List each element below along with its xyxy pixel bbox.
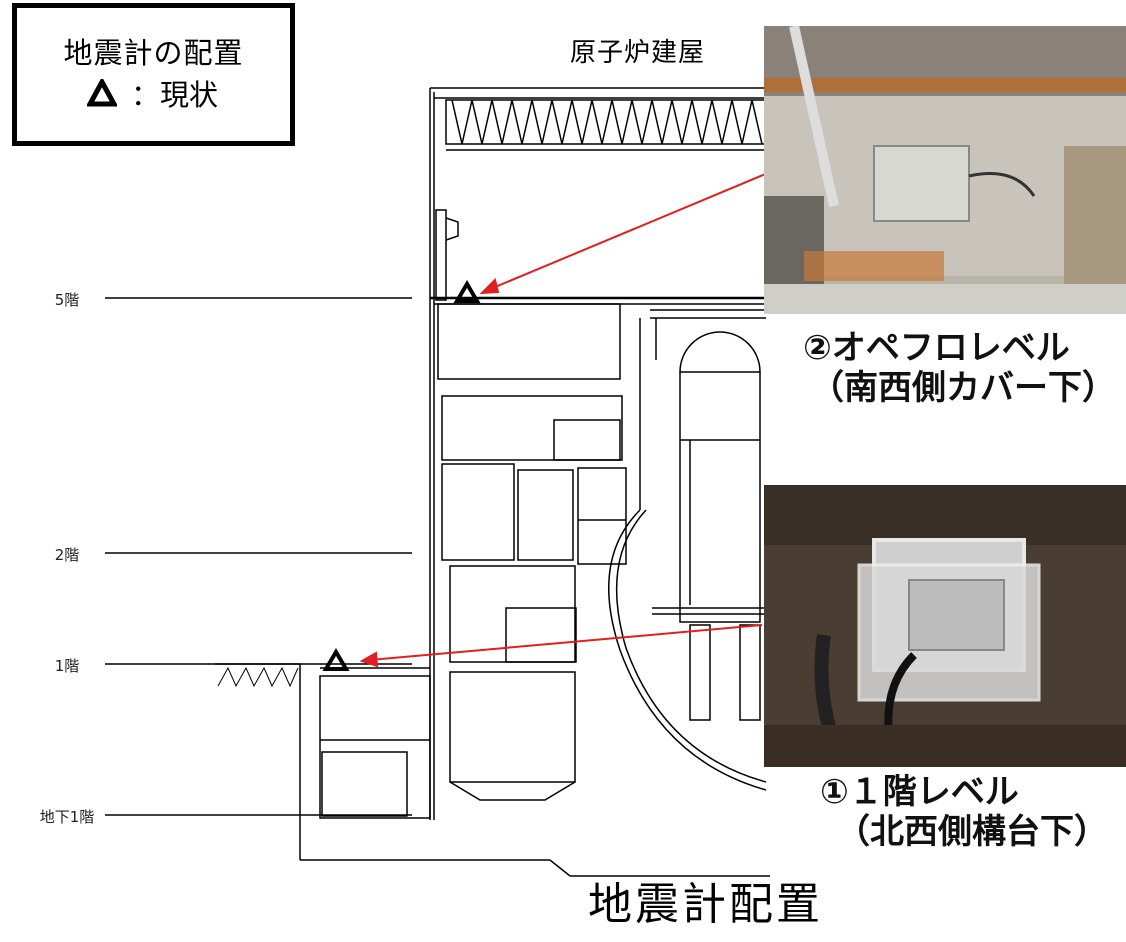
triangle-marker-icon: [87, 79, 117, 107]
floor-label-5f: 5階: [54, 291, 80, 309]
caption-top-line1: ②オペフロレベル: [803, 328, 1070, 368]
photo-first-floor: [764, 485, 1126, 767]
caption-bottom-line2: （北西側構台下）: [836, 812, 1108, 852]
seismometer-marker-1f: [322, 648, 350, 671]
arrow-photo-bottom: [369, 624, 763, 661]
floor-label-2f: 2階: [54, 546, 80, 564]
photo-operating-floor: [764, 26, 1126, 314]
legend-title: 地震計の配置: [63, 36, 244, 70]
floor-label-1f: 1階: [54, 657, 80, 675]
legend-entry-label: ：現状: [131, 78, 219, 112]
page-title: 地震計配置: [588, 879, 823, 930]
legend-entry: ：現状: [87, 72, 218, 114]
arrow-photo-top: [487, 169, 776, 291]
floor-label-b1: 地下1階: [39, 808, 95, 826]
seismometer-marker-5f: [453, 280, 481, 303]
caption-bottom-line1: ①１階レベル: [820, 772, 1019, 812]
legend-box: 地震計の配置 ：現状: [12, 3, 295, 146]
building-label: 原子炉建屋: [570, 38, 706, 68]
caption-top-line2: （南西側カバー下）: [810, 368, 1116, 408]
